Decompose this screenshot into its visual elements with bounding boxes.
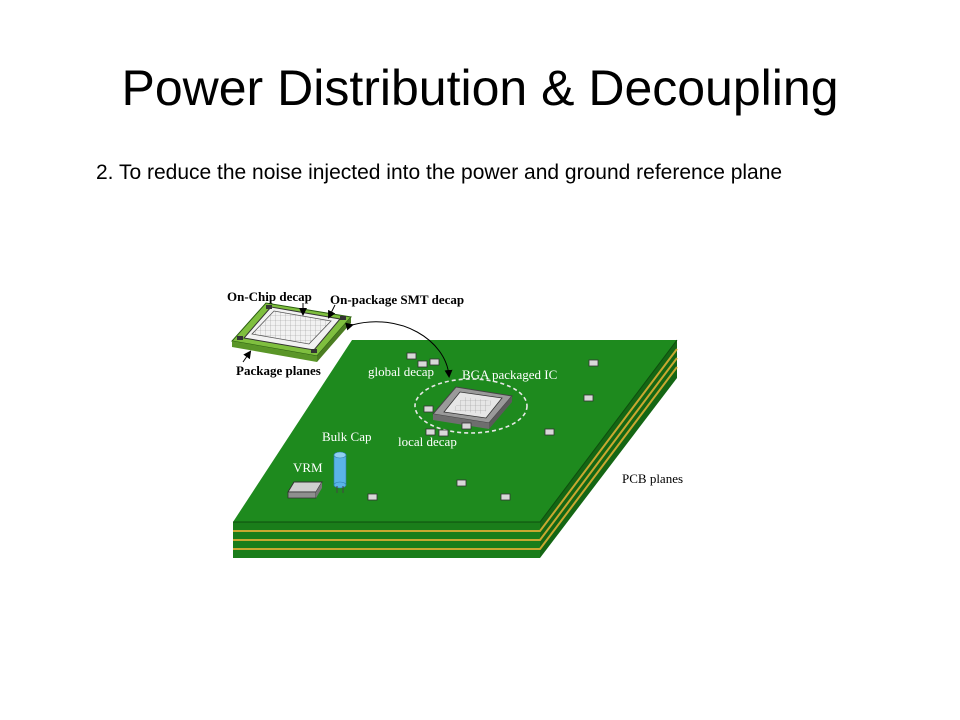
decap-capacitor xyxy=(423,405,434,413)
decap-capacitor xyxy=(367,493,378,501)
smt-decap-arrow xyxy=(328,304,336,319)
label-vrm: VRM xyxy=(293,460,323,475)
pointer-arrows xyxy=(242,303,453,378)
decap-capacitor xyxy=(461,422,472,430)
bga-ic xyxy=(414,378,528,434)
package-to-ic-arrow xyxy=(345,321,453,378)
decap-capacitor xyxy=(425,428,436,436)
pcb-layer-stripes xyxy=(233,348,678,550)
bga-highlight-circle xyxy=(414,378,528,434)
label-on-package-smt-decap: On-package SMT decap xyxy=(330,292,464,307)
package-planes-arrow xyxy=(242,350,252,363)
decap-capacitor xyxy=(500,493,511,501)
vrm-module xyxy=(287,481,323,499)
label-bulk-cap: Bulk Cap xyxy=(322,429,371,444)
decap-capacitor xyxy=(456,479,467,487)
label-global-decap: global decap xyxy=(368,364,434,379)
bulk-capacitor xyxy=(333,451,347,493)
decap-capacitor xyxy=(544,428,555,436)
label-pcb-planes: PCB planes xyxy=(622,471,683,486)
decap-capacitor xyxy=(583,394,594,402)
decap-capacitor xyxy=(588,359,599,367)
label-local-decap: local decap xyxy=(398,434,457,449)
label-on-chip-decap: On-Chip decap xyxy=(227,289,312,304)
decap-capacitor xyxy=(438,429,449,437)
package-inset xyxy=(231,302,352,362)
label-package-planes: Package planes xyxy=(236,363,321,378)
label-bga-packaged-ic: BGA packaged IC xyxy=(462,367,557,382)
decap-capacitor xyxy=(406,352,417,360)
slide-title: Power Distribution & Decoupling xyxy=(121,60,839,116)
package-corner-caps xyxy=(237,305,346,353)
slide-body-text: 2. To reduce the noise injected into the… xyxy=(96,161,783,184)
